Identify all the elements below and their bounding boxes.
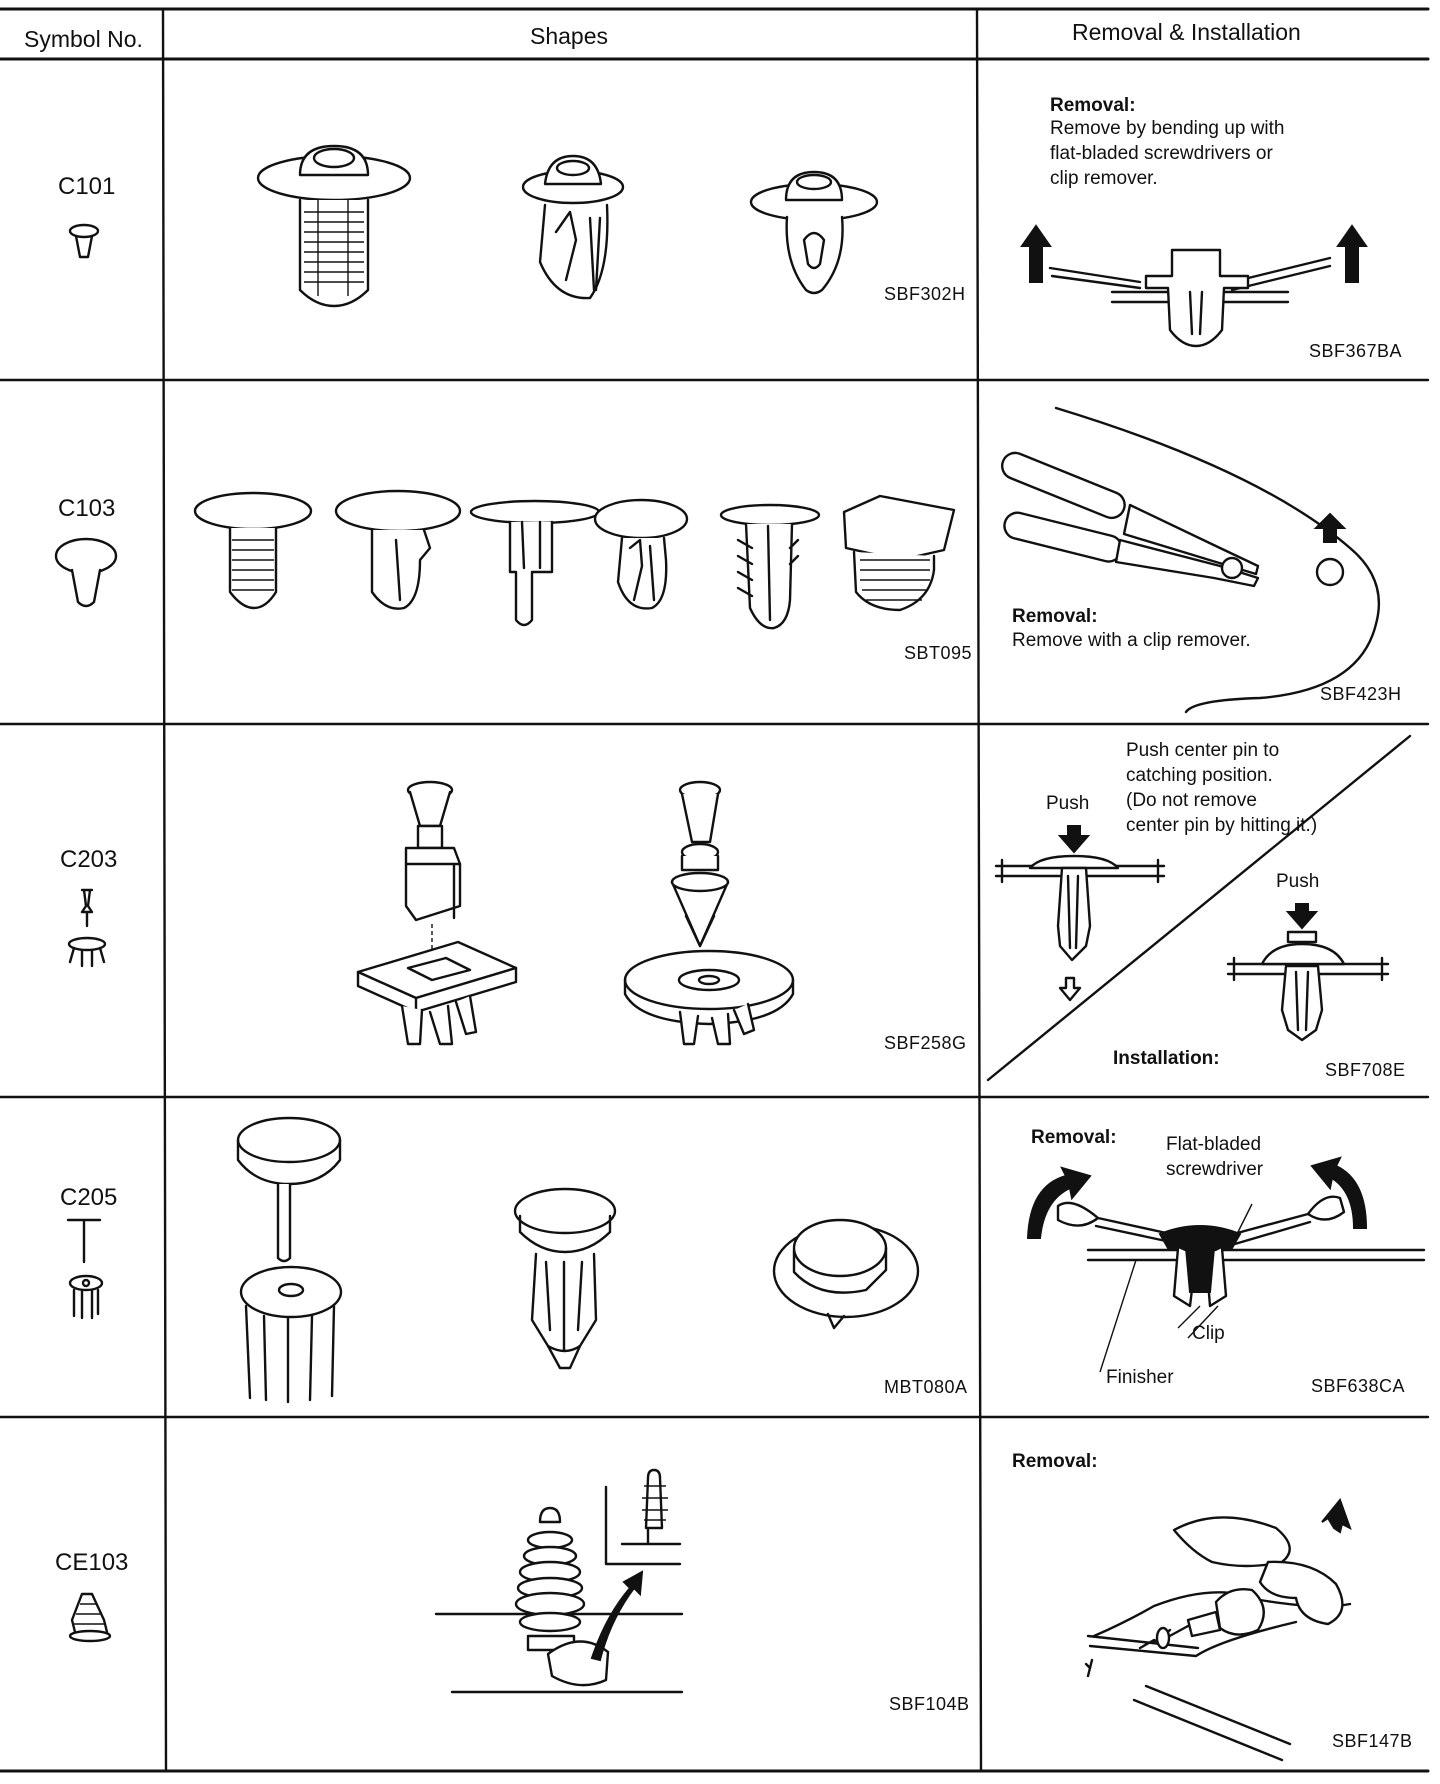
fig-sbf104b: SBF104B xyxy=(889,1694,970,1714)
c101-removal-title: Removal: xyxy=(1050,95,1136,116)
fig-sbf638ca: SBF638CA xyxy=(1311,1376,1406,1396)
c103-removal-title: Removal: xyxy=(1012,606,1098,627)
c205-tool-label: Flat-bladed screwdriver xyxy=(1166,1134,1264,1180)
c203-removal-text: Push center pin to catching position. (D… xyxy=(1126,740,1318,836)
symbol-c203: C203 xyxy=(60,846,118,873)
c205-removal-title: Removal: xyxy=(1031,1127,1117,1148)
c203-installation-title: Installation: xyxy=(1113,1048,1220,1069)
fig-sbf367ba: SBF367BA xyxy=(1309,341,1403,361)
fig-mbt080a: MBT080A xyxy=(884,1377,968,1397)
header-shapes: Shapes xyxy=(530,23,609,49)
c103-removal-text: Remove with a clip remover. xyxy=(1012,630,1251,651)
fig-sbt095: SBT095 xyxy=(904,643,973,663)
c203-push-label-1: Push xyxy=(1046,793,1090,814)
header-removal-installation: Removal & Installation xyxy=(1072,19,1301,45)
fig-sbf147b: SBF147B xyxy=(1332,1731,1413,1751)
ce103-removal-title: Removal: xyxy=(1012,1451,1098,1472)
fig-sbf258g: SBF258G xyxy=(884,1033,967,1053)
header-symbol-no: Symbol No. xyxy=(24,26,143,52)
fig-sbf302h: SBF302H xyxy=(884,284,966,304)
symbol-c101: C101 xyxy=(58,173,116,200)
fig-sbf708e: SBF708E xyxy=(1325,1060,1406,1080)
c205-clip-label: Clip xyxy=(1192,1323,1225,1344)
symbol-c103: C103 xyxy=(58,495,116,522)
c101-removal-text: Remove by bending up with flat-bladed sc… xyxy=(1050,118,1285,189)
c203-push-label-2: Push xyxy=(1276,871,1320,892)
symbol-c205: C205 xyxy=(60,1184,118,1211)
c205-finisher-label: Finisher xyxy=(1106,1367,1174,1388)
fig-sbf423h: SBF423H xyxy=(1320,684,1402,704)
symbol-ce103: CE103 xyxy=(55,1549,129,1576)
